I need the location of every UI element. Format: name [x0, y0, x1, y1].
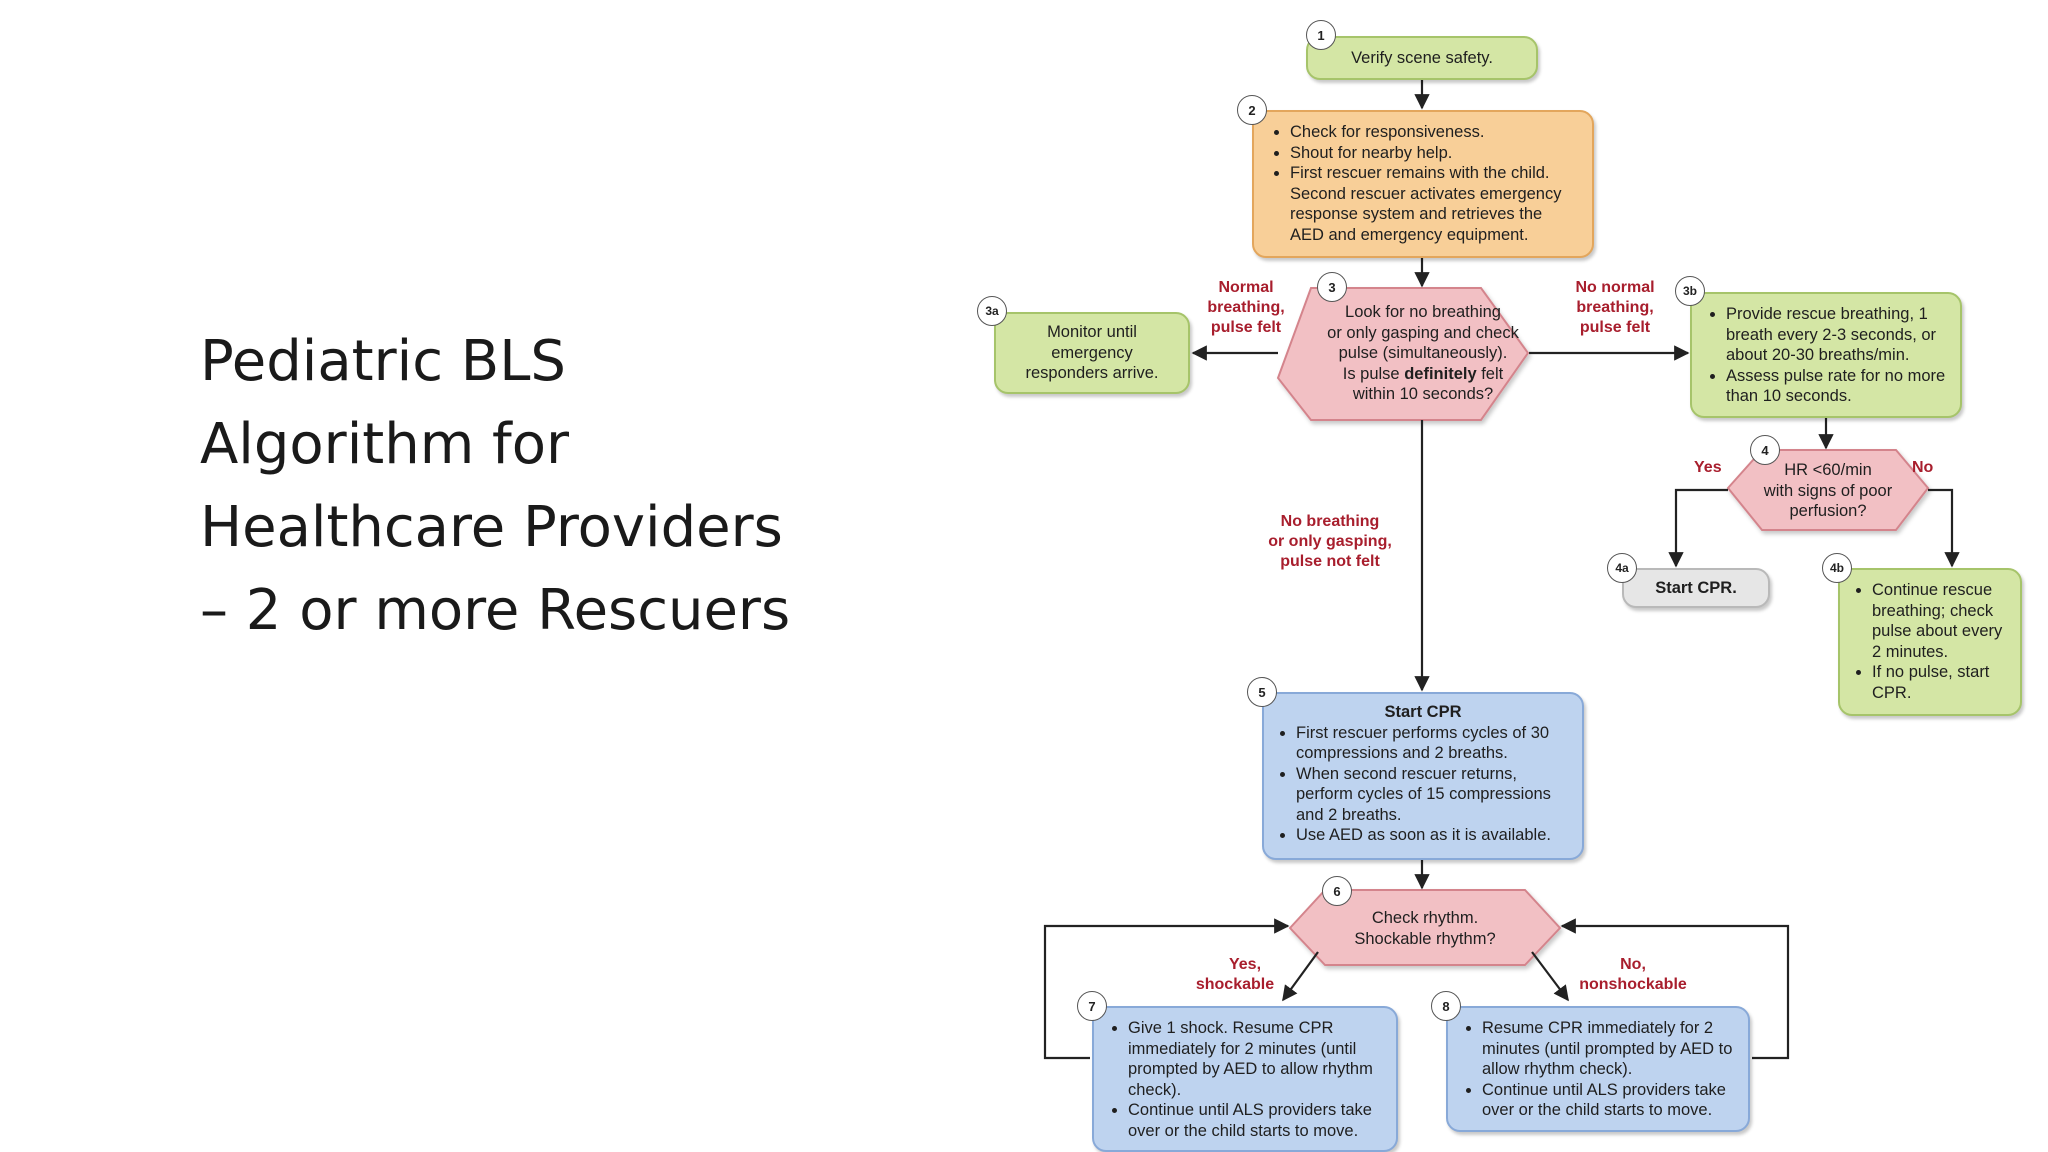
step-7-badge: 7 — [1077, 991, 1107, 1021]
step-8-badge: 8 — [1431, 991, 1461, 1021]
title-line-4: – 2 or more Rescuers — [200, 578, 791, 643]
step-4a-text: Start CPR. — [1655, 579, 1737, 597]
step-5-bullet: First rescuer performs cycles of 30 comp… — [1296, 723, 1568, 764]
step-3b-bullet: Provide rescue breathing, 1 breath every… — [1726, 304, 1948, 366]
label-no-breathing: No breathing or only gasping, pulse not … — [1255, 512, 1405, 572]
step-8-bullet: Continue until ALS providers take over o… — [1482, 1080, 1738, 1121]
step-3a-line: emergency — [1051, 343, 1133, 362]
step-6-text: Check rhythm. Shockable rhythm? — [1322, 908, 1528, 949]
step-3-q-bold: definitely — [1404, 364, 1477, 383]
step-2-bullet: First rescuer remains with the child. Se… — [1290, 163, 1576, 245]
step-4b-bullet: If no pulse, start CPR. — [1872, 662, 2010, 703]
step-3a-badge: 3a — [977, 296, 1007, 326]
connector-6-8 — [1531, 951, 1569, 1002]
title-line-1: Pediatric BLS — [200, 329, 566, 394]
step-4a-box: Start CPR. — [1622, 568, 1770, 608]
title-line-3: Healthcare Providers — [200, 495, 783, 560]
step-4-line: with signs of poor — [1763, 481, 1893, 500]
step-3b-box: Provide rescue breathing, 1 breath every… — [1690, 292, 1962, 418]
step-8-box: Resume CPR immediately for 2 minutes (un… — [1446, 1006, 1750, 1132]
step-3a-line: responders arrive. — [1025, 364, 1159, 382]
step-6-line: Shockable rhythm? — [1354, 929, 1496, 948]
label-line: nonshockable — [1579, 976, 1687, 993]
label-line: Normal — [1218, 279, 1274, 296]
step-6-badge: 6 — [1322, 876, 1352, 906]
step-3a-box: Monitor until emergency responders arriv… — [994, 312, 1190, 394]
step-1-box: Verify scene safety. — [1306, 36, 1538, 80]
step-4-line: perfusion? — [1789, 502, 1867, 520]
label-normal-breathing: Normal breathing, pulse felt — [1196, 278, 1296, 338]
step-5-box: Start CPR First rescuer performs cycles … — [1262, 692, 1584, 860]
step-6-line: Check rhythm. — [1371, 909, 1479, 927]
step-3-q-post: felt — [1476, 364, 1504, 383]
decision-shape-3 — [1276, 287, 1530, 421]
label-line: breathing, — [1207, 299, 1285, 316]
label-line: No breathing — [1280, 513, 1380, 530]
label-line: pulse felt — [1579, 319, 1651, 336]
step-3-line: within 10 seconds? — [1352, 385, 1494, 403]
step-3b-badge: 3b — [1675, 276, 1705, 306]
step-4a-badge: 4a — [1607, 553, 1637, 583]
connector-4-4b — [1928, 488, 1960, 568]
label-line: No normal — [1575, 279, 1655, 296]
label-line: breathing, — [1576, 299, 1654, 316]
step-4b-badge: 4b — [1822, 553, 1852, 583]
step-4-badge: 4 — [1750, 435, 1780, 465]
step-1-text: Verify scene safety. — [1351, 49, 1493, 67]
slide-title: Pediatric BLS Algorithm for Healthcare P… — [200, 320, 840, 652]
label-line: or only gasping, — [1268, 533, 1392, 550]
label-line: No, — [1620, 956, 1646, 973]
label-no-nonshockable: No, nonshockable — [1568, 955, 1698, 995]
connector-6-7 — [1282, 951, 1319, 1002]
step-7-box: Give 1 shock. Resume CPR immediately for… — [1092, 1006, 1398, 1152]
step-3a-line: Monitor until — [1047, 323, 1137, 341]
step-4b-box: Continue rescue breathing; check pulse a… — [1838, 568, 2022, 716]
step-3-line: Look for no breathing — [1345, 303, 1501, 321]
step-4-text: HR <60/min with signs of poor perfusion? — [1738, 460, 1918, 522]
connector-8-loop — [1560, 918, 1790, 1060]
label-line: shockable — [1195, 976, 1275, 993]
step-2-bullet: Shout for nearby help. — [1290, 143, 1576, 164]
step-5-bullet: When second rescuer returns, perform cyc… — [1296, 764, 1568, 826]
step-3-line-question: Is pulse definitely felt — [1303, 364, 1543, 385]
step-3-badge: 3 — [1317, 272, 1347, 302]
label-yes: Yes — [1694, 459, 1722, 476]
step-3-text: Look for no breathing or only gasping an… — [1303, 302, 1543, 405]
label-yes-shockable: Yes, shockable — [1182, 955, 1288, 995]
step-3-line: pulse (simultaneously). — [1338, 344, 1508, 362]
label-no-normal-breathing: No normal breathing, pulse felt — [1560, 278, 1670, 338]
step-7-bullet: Continue until ALS providers take over o… — [1128, 1100, 1386, 1141]
step-2-box: Check for responsiveness. Shout for near… — [1252, 110, 1594, 258]
title-line-2: Algorithm for — [200, 412, 570, 477]
label-line: pulse felt — [1210, 319, 1282, 336]
label-line: Yes, — [1228, 956, 1262, 973]
step-8-bullet: Resume CPR immediately for 2 minutes (un… — [1482, 1018, 1738, 1080]
connector-7-loop — [1043, 918, 1290, 1060]
step-1-badge: 1 — [1306, 20, 1336, 50]
step-5-title: Start CPR — [1384, 703, 1462, 721]
step-3-q-pre: Is pulse — [1342, 364, 1405, 383]
step-7-bullet: Give 1 shock. Resume CPR immediately for… — [1128, 1018, 1386, 1100]
connector-4-4a — [1668, 488, 1728, 568]
step-3-line: or only gasping and check — [1327, 323, 1519, 342]
step-3b-bullet: Assess pulse rate for no more than 10 se… — [1726, 366, 1948, 407]
step-5-bullet: Use AED as soon as it is available. — [1296, 825, 1568, 846]
step-5-badge: 5 — [1247, 677, 1277, 707]
label-no: No — [1912, 459, 1934, 476]
step-4b-bullet: Continue rescue breathing; check pulse a… — [1872, 580, 2010, 662]
step-2-bullet: Check for responsiveness. — [1290, 122, 1576, 143]
step-4-line: HR <60/min — [1784, 461, 1872, 479]
label-line: pulse not felt — [1280, 553, 1380, 570]
step-2-badge: 2 — [1237, 95, 1267, 125]
